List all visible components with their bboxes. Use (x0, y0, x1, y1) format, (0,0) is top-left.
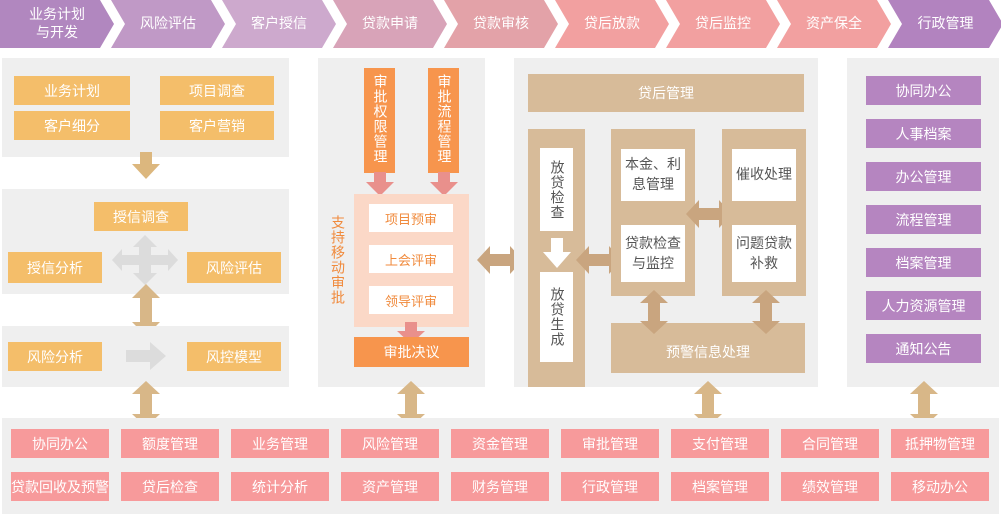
double-arrow-icon (132, 381, 160, 427)
plan-box-3: 客户细分 (14, 111, 130, 140)
module-box: 移动办公 (891, 472, 989, 501)
process-step: 行政管理 (888, 0, 1001, 48)
collection-box: 催收处理 (732, 149, 796, 201)
approval-flow-box: 审批流程管理 (428, 68, 459, 173)
process-step: 风险评估 (111, 0, 225, 48)
double-arrow-icon (132, 284, 160, 336)
double-arrow-icon (397, 381, 425, 427)
admin-item: 办公管理 (866, 162, 981, 191)
process-step: 客户授信 (222, 0, 336, 48)
module-box: 额度管理 (121, 429, 219, 458)
approval-step-3: 领导评审 (369, 286, 453, 314)
module-box: 贷款回收及预警 (11, 472, 109, 501)
warning-box: 预警信息处理 (611, 323, 805, 373)
module-box: 财务管理 (451, 472, 549, 501)
risk-model-box: 风控模型 (187, 342, 281, 371)
admin-item: 人力资源管理 (866, 291, 981, 320)
plan-box-4: 客户营销 (160, 111, 274, 140)
loan-check-box: 放贷检查 (540, 148, 573, 231)
module-box: 合同管理 (781, 429, 879, 458)
warning-label: 预警信息处理 (666, 345, 750, 361)
double-arrow-icon (640, 290, 668, 334)
double-arrow-icon (686, 200, 732, 228)
plan-box-1: 业务计划 (14, 76, 130, 105)
plan-panel (2, 58, 289, 157)
risk-assess-box: 风险评估 (187, 252, 281, 283)
arrow-down-icon (430, 172, 458, 196)
process-step: 贷后监控 (666, 0, 780, 48)
problem-loan-box: 问题贷款补救 (732, 225, 796, 282)
process-step: 业务计划 与开发 (0, 0, 114, 48)
approval-permission-box: 审批权限管理 (364, 68, 395, 173)
loan-generate-label: 放贷生成 (548, 287, 565, 347)
module-box: 支付管理 (671, 429, 769, 458)
module-box: 协同办公 (11, 429, 109, 458)
module-box: 审批管理 (561, 429, 659, 458)
module-box: 绩效管理 (781, 472, 879, 501)
risk-analysis-box: 风险分析 (8, 342, 102, 371)
double-arrow-icon (477, 246, 523, 274)
mobile-approval-label: 支持移动审批 (327, 215, 347, 305)
double-arrow-icon (694, 381, 722, 427)
admin-item: 档案管理 (866, 248, 981, 277)
post-loan-header: 贷后管理 (528, 74, 804, 112)
module-box: 档案管理 (671, 472, 769, 501)
arrow-down-icon (366, 172, 394, 196)
approval-step-2: 上会评审 (369, 245, 453, 273)
double-arrow-icon (752, 290, 780, 334)
loan-check-label: 放贷检查 (548, 159, 565, 220)
module-box: 资产管理 (341, 472, 439, 501)
credit-analysis-box: 授信分析 (8, 252, 102, 283)
loan-generate-box: 放贷生成 (540, 272, 573, 362)
module-box: 风险管理 (341, 429, 439, 458)
admin-item: 通知公告 (866, 334, 981, 363)
process-step: 贷款申请 (333, 0, 447, 48)
arrow-down-icon (543, 238, 571, 268)
principal-interest-box: 本金、利息管理 (621, 149, 685, 201)
mobile-approval-text: 支持移动审批 (329, 215, 345, 305)
arrow-down-icon (397, 322, 425, 344)
approval-permission-label: 审批权限管理 (371, 74, 388, 164)
admin-item: 协同办公 (866, 76, 981, 105)
process-step: 贷后放款 (555, 0, 669, 48)
approval-flow-label: 审批流程管理 (435, 74, 452, 164)
double-arrow-icon (910, 381, 938, 427)
module-box: 抵押物管理 (891, 429, 989, 458)
approval-step-1: 项目预审 (369, 204, 453, 232)
four-way-arrow-icon (112, 235, 178, 285)
process-step: 资产保全 (777, 0, 891, 48)
loan-monitor-box: 贷款检查与监控 (621, 225, 685, 282)
module-box: 行政管理 (561, 472, 659, 501)
double-arrow-icon (576, 246, 622, 274)
admin-item: 人事档案 (866, 119, 981, 148)
plan-box-2: 项目调查 (160, 76, 274, 105)
admin-item: 流程管理 (866, 205, 981, 234)
process-step: 贷款审核 (444, 0, 558, 48)
credit-survey-box: 授信调查 (94, 202, 188, 231)
module-box: 业务管理 (231, 429, 329, 458)
arrow-down-icon (132, 152, 160, 179)
module-box: 资金管理 (451, 429, 549, 458)
approval-result-box: 审批决议 (354, 337, 469, 367)
arrow-right-icon (126, 342, 166, 370)
module-box: 贷后检查 (121, 472, 219, 501)
module-box: 统计分析 (231, 472, 329, 501)
